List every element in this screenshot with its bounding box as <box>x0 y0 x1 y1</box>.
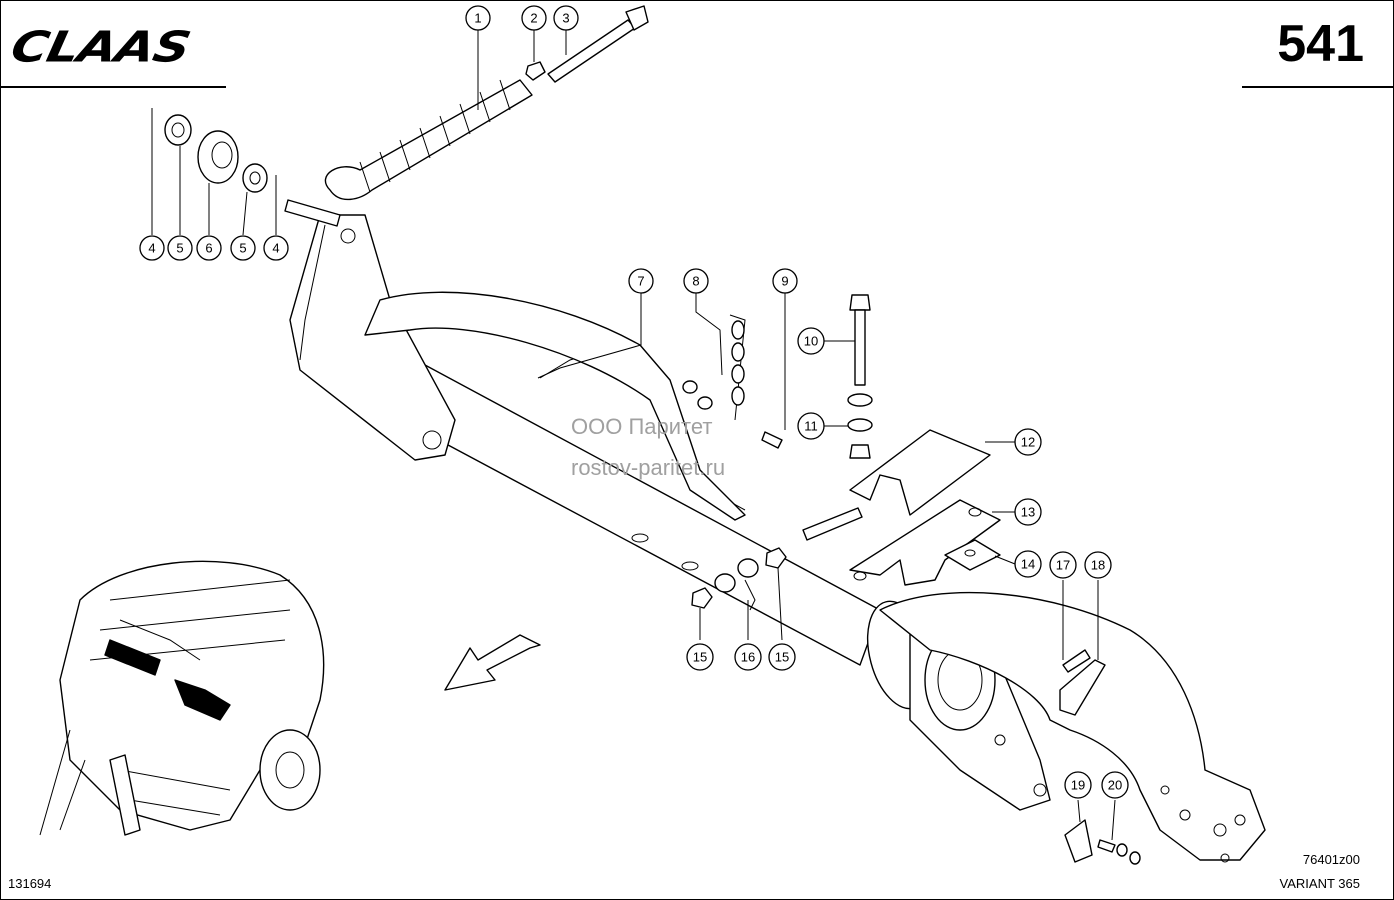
header-rule-right <box>1242 86 1394 88</box>
callout-6: 6 <box>196 235 222 261</box>
long-bolt-3 <box>547 5 649 83</box>
roller-6 <box>197 130 239 184</box>
svg-text:12: 12 <box>1021 435 1035 450</box>
svg-text:20: 20 <box>1108 778 1122 793</box>
svg-text:13: 13 <box>1021 505 1035 520</box>
svg-text:19: 19 <box>1071 778 1085 793</box>
svg-text:14: 14 <box>1021 557 1035 572</box>
tension-spring <box>324 79 533 201</box>
svg-text:4: 4 <box>272 241 279 256</box>
drawing-code: 76401z00 <box>1302 852 1360 867</box>
callout-10: 10 <box>797 327 825 355</box>
svg-text:2: 2 <box>530 11 537 26</box>
callout-5b: 5 <box>230 235 256 261</box>
callout-2: 2 <box>521 5 547 31</box>
callout-13: 13 <box>1014 498 1042 526</box>
svg-text:5: 5 <box>239 241 246 256</box>
left-curved-plate <box>364 291 746 521</box>
hex-nut-2 <box>525 61 546 81</box>
shim-14 <box>944 539 1001 571</box>
variant-label: VARIANT 365 <box>1279 876 1360 891</box>
callout-4b: 4 <box>263 235 289 261</box>
svg-text:9: 9 <box>781 274 788 289</box>
svg-text:3: 3 <box>562 11 569 26</box>
small-bolt-9 <box>761 431 783 449</box>
callout-5a: 5 <box>167 235 193 261</box>
svg-text:4: 4 <box>148 241 155 256</box>
svg-text:5: 5 <box>176 241 183 256</box>
pin-shaft <box>284 199 341 227</box>
svg-text:7: 7 <box>637 274 644 289</box>
image-number: 131694 <box>8 876 52 891</box>
left-bracket-arm <box>289 214 456 461</box>
header-rule-left <box>0 86 226 88</box>
svg-text:16: 16 <box>741 650 755 665</box>
bolt-17 <box>1062 649 1091 673</box>
u-clamp-12 <box>849 429 991 516</box>
svg-text:18: 18 <box>1091 558 1105 573</box>
page-number: 541 <box>1277 15 1364 73</box>
callout-15a: 15 <box>686 643 714 671</box>
svg-text:8: 8 <box>692 274 699 289</box>
svg-text:1: 1 <box>474 11 481 26</box>
callout-12: 12 <box>1014 428 1042 456</box>
svg-text:17: 17 <box>1056 558 1070 573</box>
callout-4a: 4 <box>139 235 165 261</box>
callout-19: 19 <box>1064 771 1092 799</box>
svg-text:15: 15 <box>775 650 789 665</box>
callout-14: 14 <box>1014 550 1042 578</box>
nut-15-left <box>691 587 713 609</box>
bolt-10 <box>849 294 871 386</box>
leader-lines <box>151 30 1116 841</box>
nut-15-right <box>765 547 787 569</box>
callout-3: 3 <box>553 5 579 31</box>
washer-16 <box>714 558 759 611</box>
threaded-rod <box>802 507 863 541</box>
watermark-url: rostov-paritet.ru <box>571 455 726 480</box>
small-nuts-7 <box>682 380 713 410</box>
washer-right <box>242 163 268 193</box>
bracket-18 <box>1059 659 1106 716</box>
callout-8: 8 <box>683 268 709 294</box>
washer-left <box>164 114 192 146</box>
lower-clamp-13 <box>849 499 1001 586</box>
bolt-20 <box>1097 839 1141 865</box>
svg-text:6: 6 <box>205 241 212 256</box>
svg-text:10: 10 <box>804 334 818 349</box>
callout-17: 17 <box>1049 551 1077 579</box>
washer-11 <box>847 393 873 432</box>
callout-1: 1 <box>465 5 491 31</box>
callout-20: 20 <box>1101 771 1129 799</box>
direction-arrow <box>444 634 541 691</box>
chain-8 <box>729 314 746 421</box>
callout-7: 7 <box>628 268 654 294</box>
baler-overview-thumbnail <box>39 560 325 836</box>
callout-9: 9 <box>772 268 798 294</box>
svg-text:11: 11 <box>804 419 818 434</box>
callout-16: 16 <box>734 643 762 671</box>
callout-11: 11 <box>797 412 825 440</box>
nut-10b <box>849 444 871 459</box>
callout-18: 18 <box>1084 551 1112 579</box>
svg-text:15: 15 <box>693 650 707 665</box>
callout-15b: 15 <box>768 643 796 671</box>
bracket-19 <box>1064 819 1093 863</box>
right-pivot-arm <box>879 591 1266 863</box>
watermark-company: ООО Паритет <box>571 414 713 439</box>
